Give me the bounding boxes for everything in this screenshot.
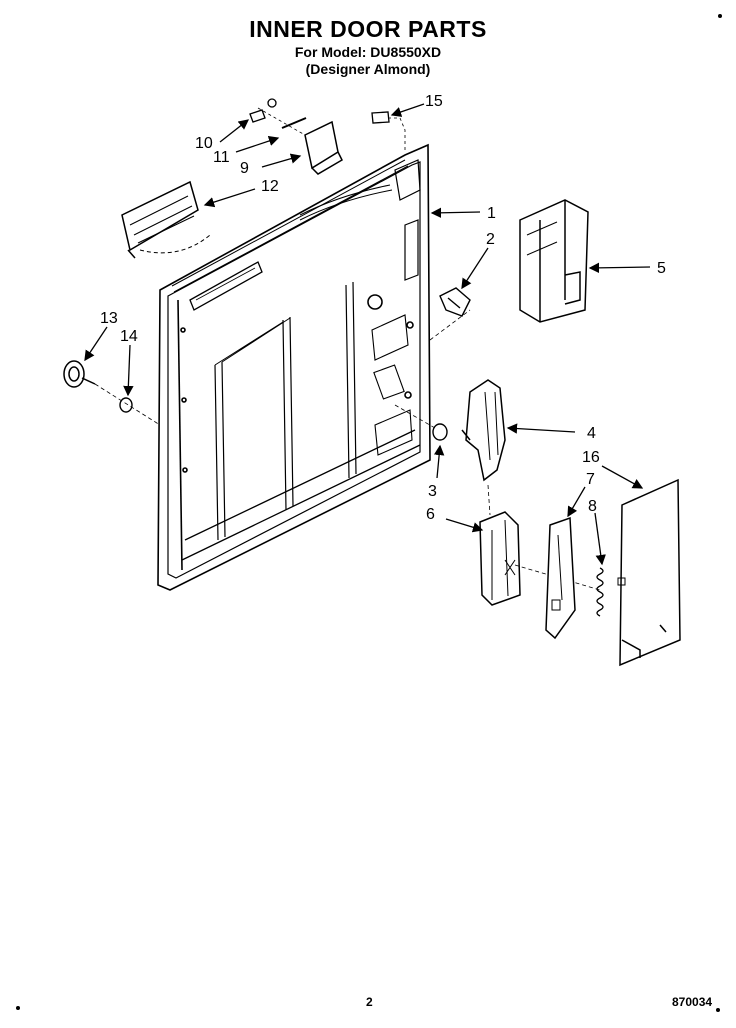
corner-mark <box>16 1006 20 1010</box>
page-number: 2 <box>366 995 373 1009</box>
leader-lines <box>84 103 651 566</box>
inner-door-panel <box>157 143 431 591</box>
part-13-knob <box>63 360 96 388</box>
part-6-slide <box>479 511 601 606</box>
corner-mark <box>718 14 722 18</box>
part-12-bracket <box>121 180 211 259</box>
callout-1: 1 <box>487 205 496 222</box>
callout-4: 4 <box>587 425 596 442</box>
part-5-latch-housing <box>519 199 589 323</box>
part-16-shield <box>617 478 681 667</box>
callout-11: 11 <box>213 149 230 166</box>
page-title: INNER DOOR PARTS <box>249 16 487 42</box>
callout-15: 15 <box>425 93 443 110</box>
model-number: For Model: DU8550XD <box>294 44 442 60</box>
callout-7: 7 <box>586 471 595 488</box>
part-9-cover <box>304 120 343 175</box>
part-8-spring <box>596 567 604 617</box>
part-14-nut <box>94 383 161 426</box>
callout-14: 14 <box>120 328 138 345</box>
callout-10: 10 <box>195 135 213 152</box>
callout-6: 6 <box>426 506 435 523</box>
part-3-bushing <box>394 404 448 441</box>
part-15-screw <box>371 111 406 150</box>
part-10-11-fasteners <box>249 98 307 136</box>
diagram-code: 870034 <box>672 995 713 1009</box>
part-4-latch <box>461 379 506 516</box>
callout-13: 13 <box>100 310 118 327</box>
callout-labels: 1 2 3 4 5 6 7 8 9 10 11 12 13 14 15 16 <box>100 93 666 523</box>
callout-5: 5 <box>657 260 666 277</box>
part-2-clip <box>429 287 471 341</box>
callout-9: 9 <box>240 160 249 177</box>
callout-12: 12 <box>261 178 279 195</box>
part-7-lever <box>545 516 576 640</box>
corner-mark <box>716 1008 720 1012</box>
callout-16: 16 <box>582 449 600 466</box>
model-variant: (Designer Almond) <box>305 61 431 77</box>
callout-8: 8 <box>588 498 597 515</box>
callout-2: 2 <box>486 231 495 248</box>
callout-3: 3 <box>428 483 437 500</box>
